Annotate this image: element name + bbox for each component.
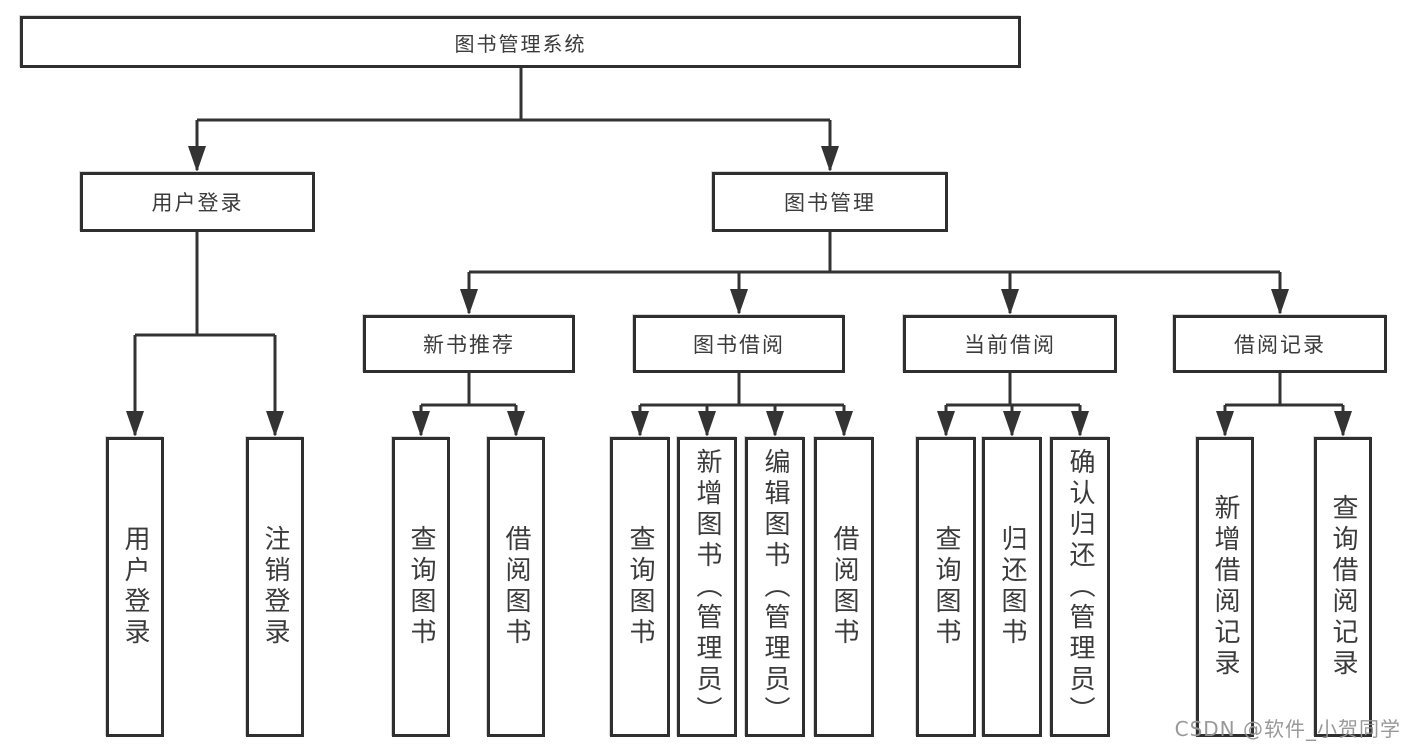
leaf-recommend-query-books: 查询图书: [392, 437, 450, 737]
leaf-current-return-books: 归还图书: [982, 437, 1042, 737]
leaf-borrow-add-books-admin: 新增图书（管理员）: [677, 437, 737, 737]
node-book-management: 图书管理: [712, 172, 948, 232]
leaf-borrow-edit-books-admin: 编辑图书（管理员）: [745, 437, 805, 737]
node-current-borrow: 当前借阅: [903, 315, 1117, 373]
leaf-user-login: 用户登录: [106, 437, 164, 737]
node-borrow-records: 借阅记录: [1173, 315, 1387, 373]
leaf-borrow-query-books: 查询图书: [610, 437, 670, 737]
leaf-recommend-borrow-books: 借阅图书: [487, 437, 545, 737]
arrowhead-icons: [126, 146, 1352, 437]
leaf-records-add-record: 新增借阅记录: [1196, 437, 1254, 737]
node-user-login: 用户登录: [80, 172, 315, 232]
node-new-book-recommend: 新书推荐: [363, 315, 575, 373]
node-root-library-system: 图书管理系统: [20, 16, 1021, 68]
csdn-watermark: CSDN @软件_小贺同学: [1174, 717, 1401, 741]
leaf-records-query-record: 查询借阅记录: [1314, 437, 1372, 737]
node-book-borrow: 图书借阅: [633, 315, 845, 373]
leaf-borrow-borrow-books: 借阅图书: [814, 437, 874, 737]
leaf-current-confirm-return-admin: 确认归还（管理员）: [1050, 437, 1110, 737]
leaf-logout: 注销登录: [246, 437, 304, 737]
leaf-current-query-books: 查询图书: [916, 437, 976, 737]
